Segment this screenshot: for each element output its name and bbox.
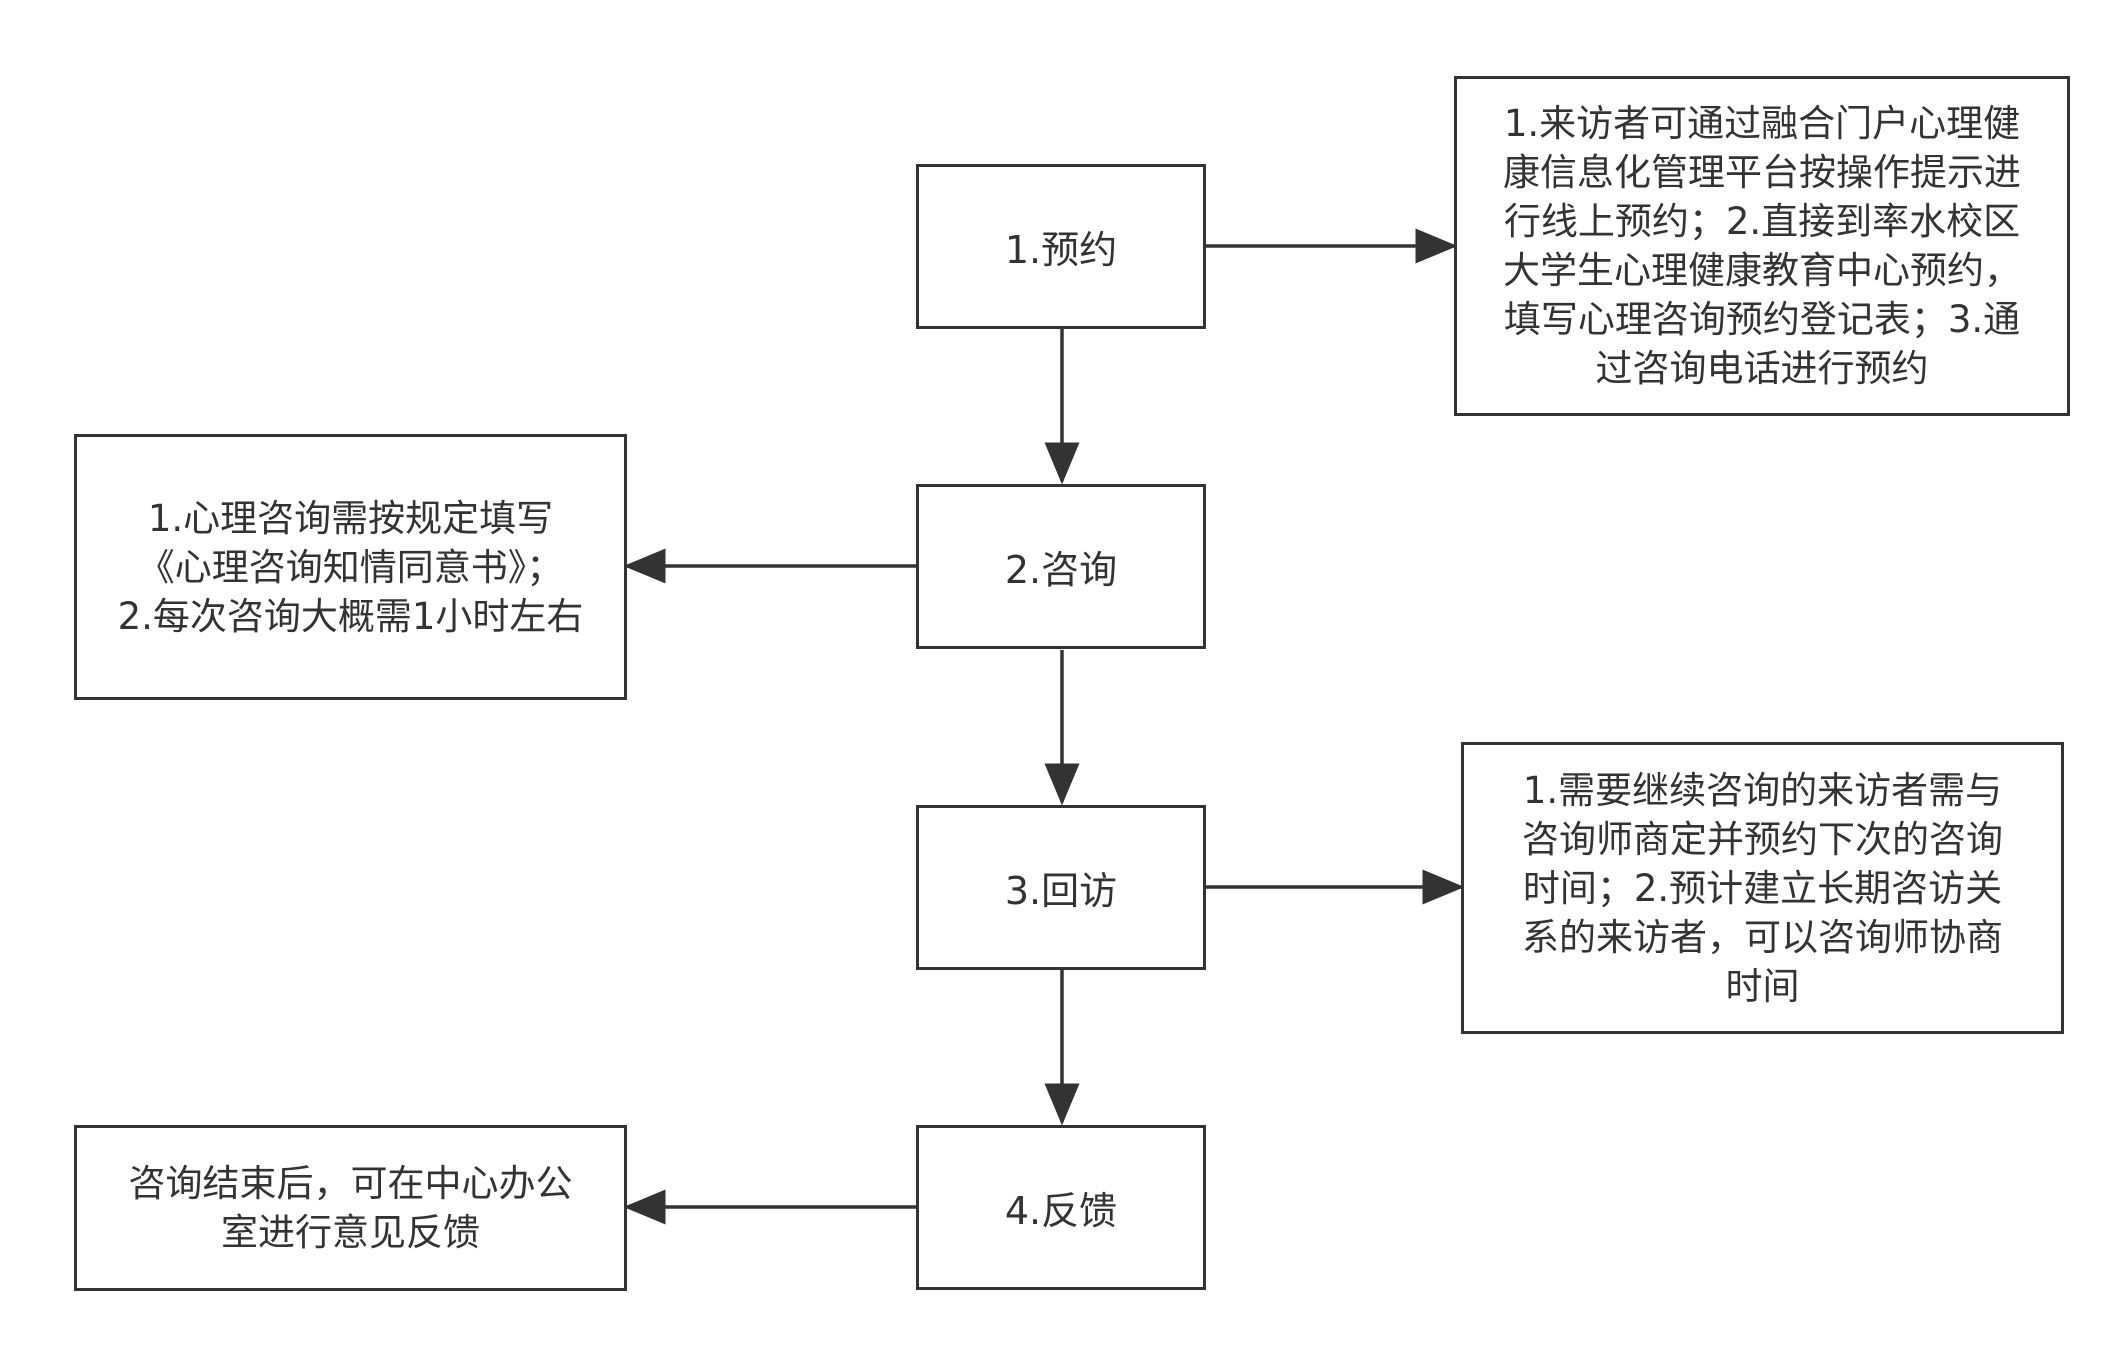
note-line: 1.心理咨询需按规定填写: [147, 496, 554, 540]
note-line: 《心理咨询知情同意书》；: [137, 545, 564, 589]
step-followup: 3.回访: [916, 805, 1206, 970]
note-line: 2.每次咨询大概需1小时左右: [117, 594, 584, 638]
note-line: 过咨询电话进行预约: [1595, 347, 1929, 390]
note-line: 咨询师商定并预约下次的咨询: [1522, 817, 2003, 861]
note-line: 室进行意见反馈: [221, 1211, 480, 1254]
note-feedback: 咨询结束后，可在中心办公 室进行意见反馈: [74, 1125, 627, 1291]
step-followup-label: 3.回访: [1004, 869, 1118, 913]
note-line: 填写心理咨询预约登记表；3.通: [1503, 298, 2021, 341]
note-consult: 1.心理咨询需按规定填写 《心理咨询知情同意书》； 2.每次咨询大概需1小时左右: [74, 434, 627, 700]
note-line: 康信息化管理平台按操作提示进: [1503, 151, 2021, 194]
note-line: 行线上预约；2.直接到率水校区: [1503, 200, 2021, 243]
note-line: 咨询结束后，可在中心办公: [128, 1162, 573, 1205]
step-feedback: 4.反馈: [916, 1125, 1206, 1290]
note-line: 1.需要继续咨询的来访者需与: [1522, 768, 2003, 812]
step-booking: 1.预约: [916, 164, 1206, 329]
step-consult-label: 2.咨询: [1004, 548, 1118, 592]
note-line: 大学生心理健康教育中心预约，: [1503, 249, 2021, 292]
note-booking: 1.来访者可通过融合门户心理健 康信息化管理平台按操作提示进 行线上预约；2.直…: [1454, 76, 2070, 416]
note-line: 系的来访者，可以咨询师协商: [1522, 915, 2003, 959]
note-line: 时间: [1725, 964, 1800, 1008]
step-booking-label: 1.预约: [1004, 228, 1118, 272]
step-feedback-label: 4.反馈: [1004, 1189, 1118, 1233]
note-followup: 1.需要继续咨询的来访者需与 咨询师商定并预约下次的咨询 时间；2.预计建立长期…: [1461, 742, 2064, 1034]
step-consult: 2.咨询: [916, 484, 1206, 649]
note-line: 1.来访者可通过融合门户心理健: [1503, 102, 2021, 145]
note-line: 时间；2.预计建立长期咨访关: [1522, 866, 2003, 910]
